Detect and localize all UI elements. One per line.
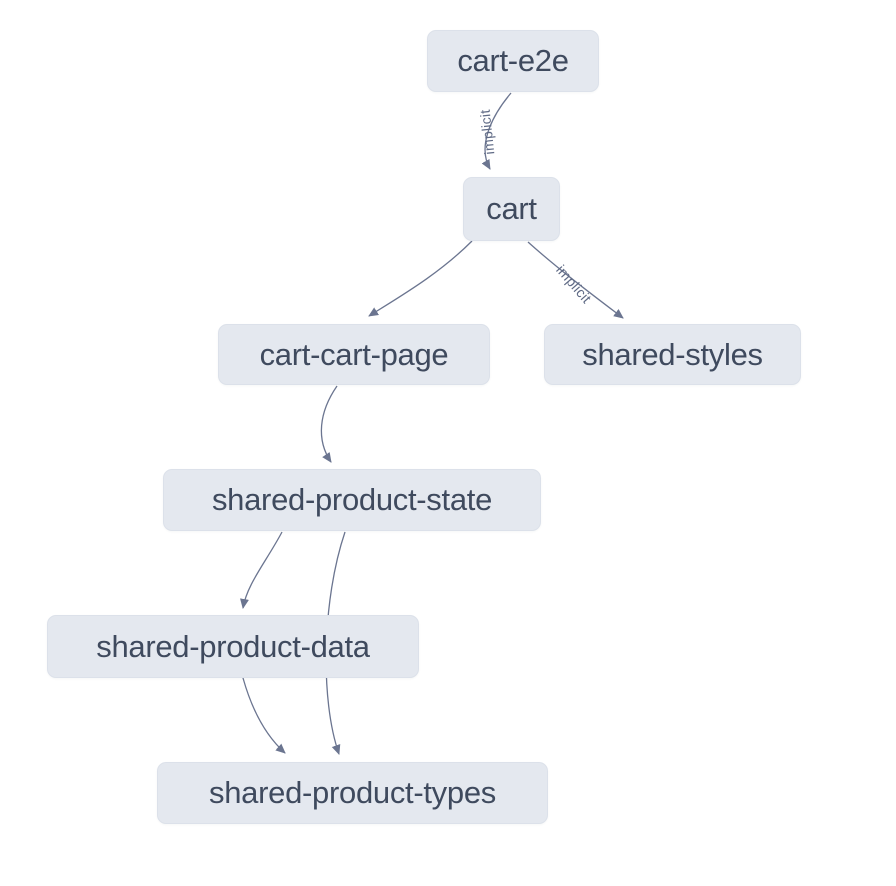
node-cart-e2e[interactable]: cart-e2e: [427, 30, 599, 92]
edge-cart-e2e-to-cart: [481, 92, 512, 170]
node-shared-product-types[interactable]: shared-product-types: [157, 762, 548, 824]
edge-shared-product-state-to-shared-product-data: [240, 531, 283, 609]
node-shared-styles[interactable]: shared-styles: [544, 324, 801, 385]
edge-cart-to-cart-cart-page: [368, 240, 473, 317]
edge-cart-to-shared-styles: [527, 241, 624, 319]
edge-shared-product-data-to-shared-product-types: [242, 677, 286, 754]
node-shared-product-data[interactable]: shared-product-data: [47, 615, 419, 678]
node-cart-cart-page[interactable]: cart-cart-page: [218, 324, 490, 385]
edge-cart-cart-page-to-shared-product-state: [320, 385, 338, 463]
node-shared-product-state[interactable]: shared-product-state: [163, 469, 541, 531]
edge-label-implicit-cart-e2e-cart: implicit: [477, 109, 498, 156]
node-cart[interactable]: cart: [463, 177, 560, 241]
edge-label-implicit-cart-shared-styles: implicit: [553, 262, 595, 307]
